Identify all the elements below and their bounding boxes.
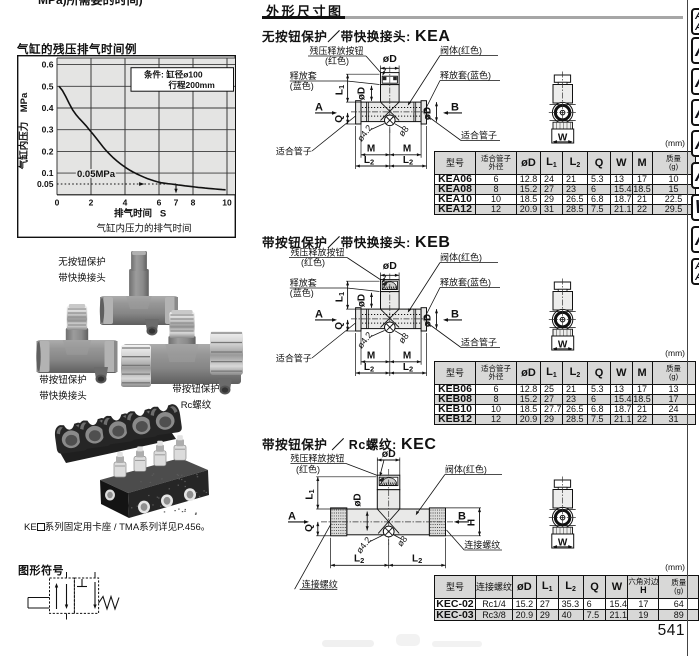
svg-text:8: 8: [191, 198, 196, 208]
svg-text:ø8: ø8: [395, 534, 409, 548]
svg-text:L1: L1: [305, 489, 317, 499]
svg-text:0.6: 0.6: [42, 60, 54, 70]
svg-text:适合管子: 适合管子: [461, 130, 497, 141]
svg-text:4: 4: [123, 198, 128, 208]
svg-text:阀体(红色): 阀体(红色): [440, 252, 482, 263]
svg-text:(蓝色): (蓝色): [290, 80, 314, 91]
svg-text:øD: øD: [353, 493, 364, 506]
svg-text:L1: L1: [335, 85, 347, 95]
svg-text:连接螺纹: 连接螺纹: [464, 539, 500, 550]
svg-text:10: 10: [222, 198, 232, 208]
svg-text:øD: øD: [423, 314, 434, 327]
svg-text:L1: L1: [335, 292, 347, 302]
svg-text:W: W: [558, 340, 568, 351]
svg-text:Q: Q: [334, 115, 345, 123]
svg-text:(红色): (红色): [325, 55, 349, 66]
svg-text:L2: L2: [364, 155, 374, 167]
svg-text:连接螺纹: 连接螺纹: [302, 579, 338, 590]
svg-text:øD: øD: [357, 87, 368, 100]
svg-text:(蓝色): (蓝色): [290, 287, 314, 298]
svg-text:释放套(蓝色): 释放套(蓝色): [440, 277, 491, 288]
svg-text:6: 6: [157, 198, 162, 208]
svg-text:øD: øD: [383, 53, 397, 65]
svg-text:0.4: 0.4: [42, 103, 54, 113]
svg-text:øD: øD: [383, 260, 397, 272]
svg-text:L2: L2: [403, 362, 413, 374]
svg-text:øD: øD: [423, 107, 434, 120]
svg-text:ø4.2: ø4.2: [355, 123, 374, 143]
svg-text:Q: Q: [334, 322, 345, 330]
svg-text:M: M: [403, 144, 411, 155]
svg-text:ø4.2: ø4.2: [354, 535, 373, 555]
svg-text:B: B: [458, 510, 466, 522]
svg-text:释放套: 释放套: [290, 277, 317, 288]
svg-text:øD: øD: [357, 294, 368, 307]
svg-text:0: 0: [55, 198, 60, 208]
svg-text:W: W: [558, 538, 568, 549]
svg-text:释放套(蓝色): 释放套(蓝色): [440, 70, 491, 81]
svg-text:W: W: [558, 133, 568, 144]
svg-text:适合管子: 适合管子: [276, 353, 312, 364]
svg-text:(红色): (红色): [301, 257, 325, 268]
svg-text:气缸内压力 MPa: 气缸内压力 MPa: [18, 92, 30, 170]
svg-text:释放套: 释放套: [290, 70, 317, 81]
svg-text:L2: L2: [354, 554, 364, 566]
svg-text:0.05MPa: 0.05MPa: [77, 169, 116, 180]
svg-text:残压释放按钮: 残压释放按钮: [291, 247, 345, 258]
svg-text:H: H: [467, 519, 478, 526]
svg-text:M: M: [367, 144, 375, 155]
svg-text:B: B: [451, 101, 459, 113]
svg-text:M: M: [367, 351, 375, 362]
svg-text:气缸内压力的排气时间: 气缸内压力的排气时间: [96, 223, 191, 235]
svg-text:条件: 缸径ø100: 条件: 缸径ø100: [144, 70, 203, 80]
svg-text:0.3: 0.3: [42, 125, 54, 135]
svg-text:øD: øD: [382, 448, 396, 460]
svg-text:(红色): (红色): [296, 464, 320, 475]
svg-text:0.1: 0.1: [42, 168, 54, 178]
svg-text:M: M: [403, 351, 411, 362]
svg-text:2: 2: [89, 198, 94, 208]
svg-text:阀体(红色): 阀体(红色): [440, 45, 482, 56]
svg-text:L2: L2: [364, 362, 374, 374]
svg-text:A: A: [288, 510, 296, 522]
svg-text:L2: L2: [403, 155, 413, 167]
svg-text:7: 7: [174, 198, 179, 208]
svg-text:L2: L2: [412, 554, 422, 566]
svg-text:0.2: 0.2: [42, 146, 54, 156]
svg-text:0.05: 0.05: [37, 179, 54, 189]
svg-text:排气时间: 排气时间: [114, 208, 152, 220]
svg-text:A: A: [315, 308, 323, 320]
svg-text:S: S: [160, 209, 166, 220]
svg-text:残压释放按钮: 残压释放按钮: [290, 453, 344, 464]
svg-text:阀体(红色): 阀体(红色): [445, 464, 487, 475]
svg-text:0.5: 0.5: [42, 81, 54, 91]
svg-text:ø4.2: ø4.2: [355, 330, 374, 350]
svg-text:Q: Q: [304, 524, 315, 532]
svg-text:残压释放按钮: 残压释放按钮: [310, 45, 364, 56]
svg-text:适合管子: 适合管子: [461, 337, 497, 348]
svg-text:行程200mm: 行程200mm: [168, 80, 216, 90]
svg-text:B: B: [451, 308, 459, 320]
svg-text:A: A: [315, 101, 323, 113]
svg-text:适合管子: 适合管子: [276, 146, 312, 157]
